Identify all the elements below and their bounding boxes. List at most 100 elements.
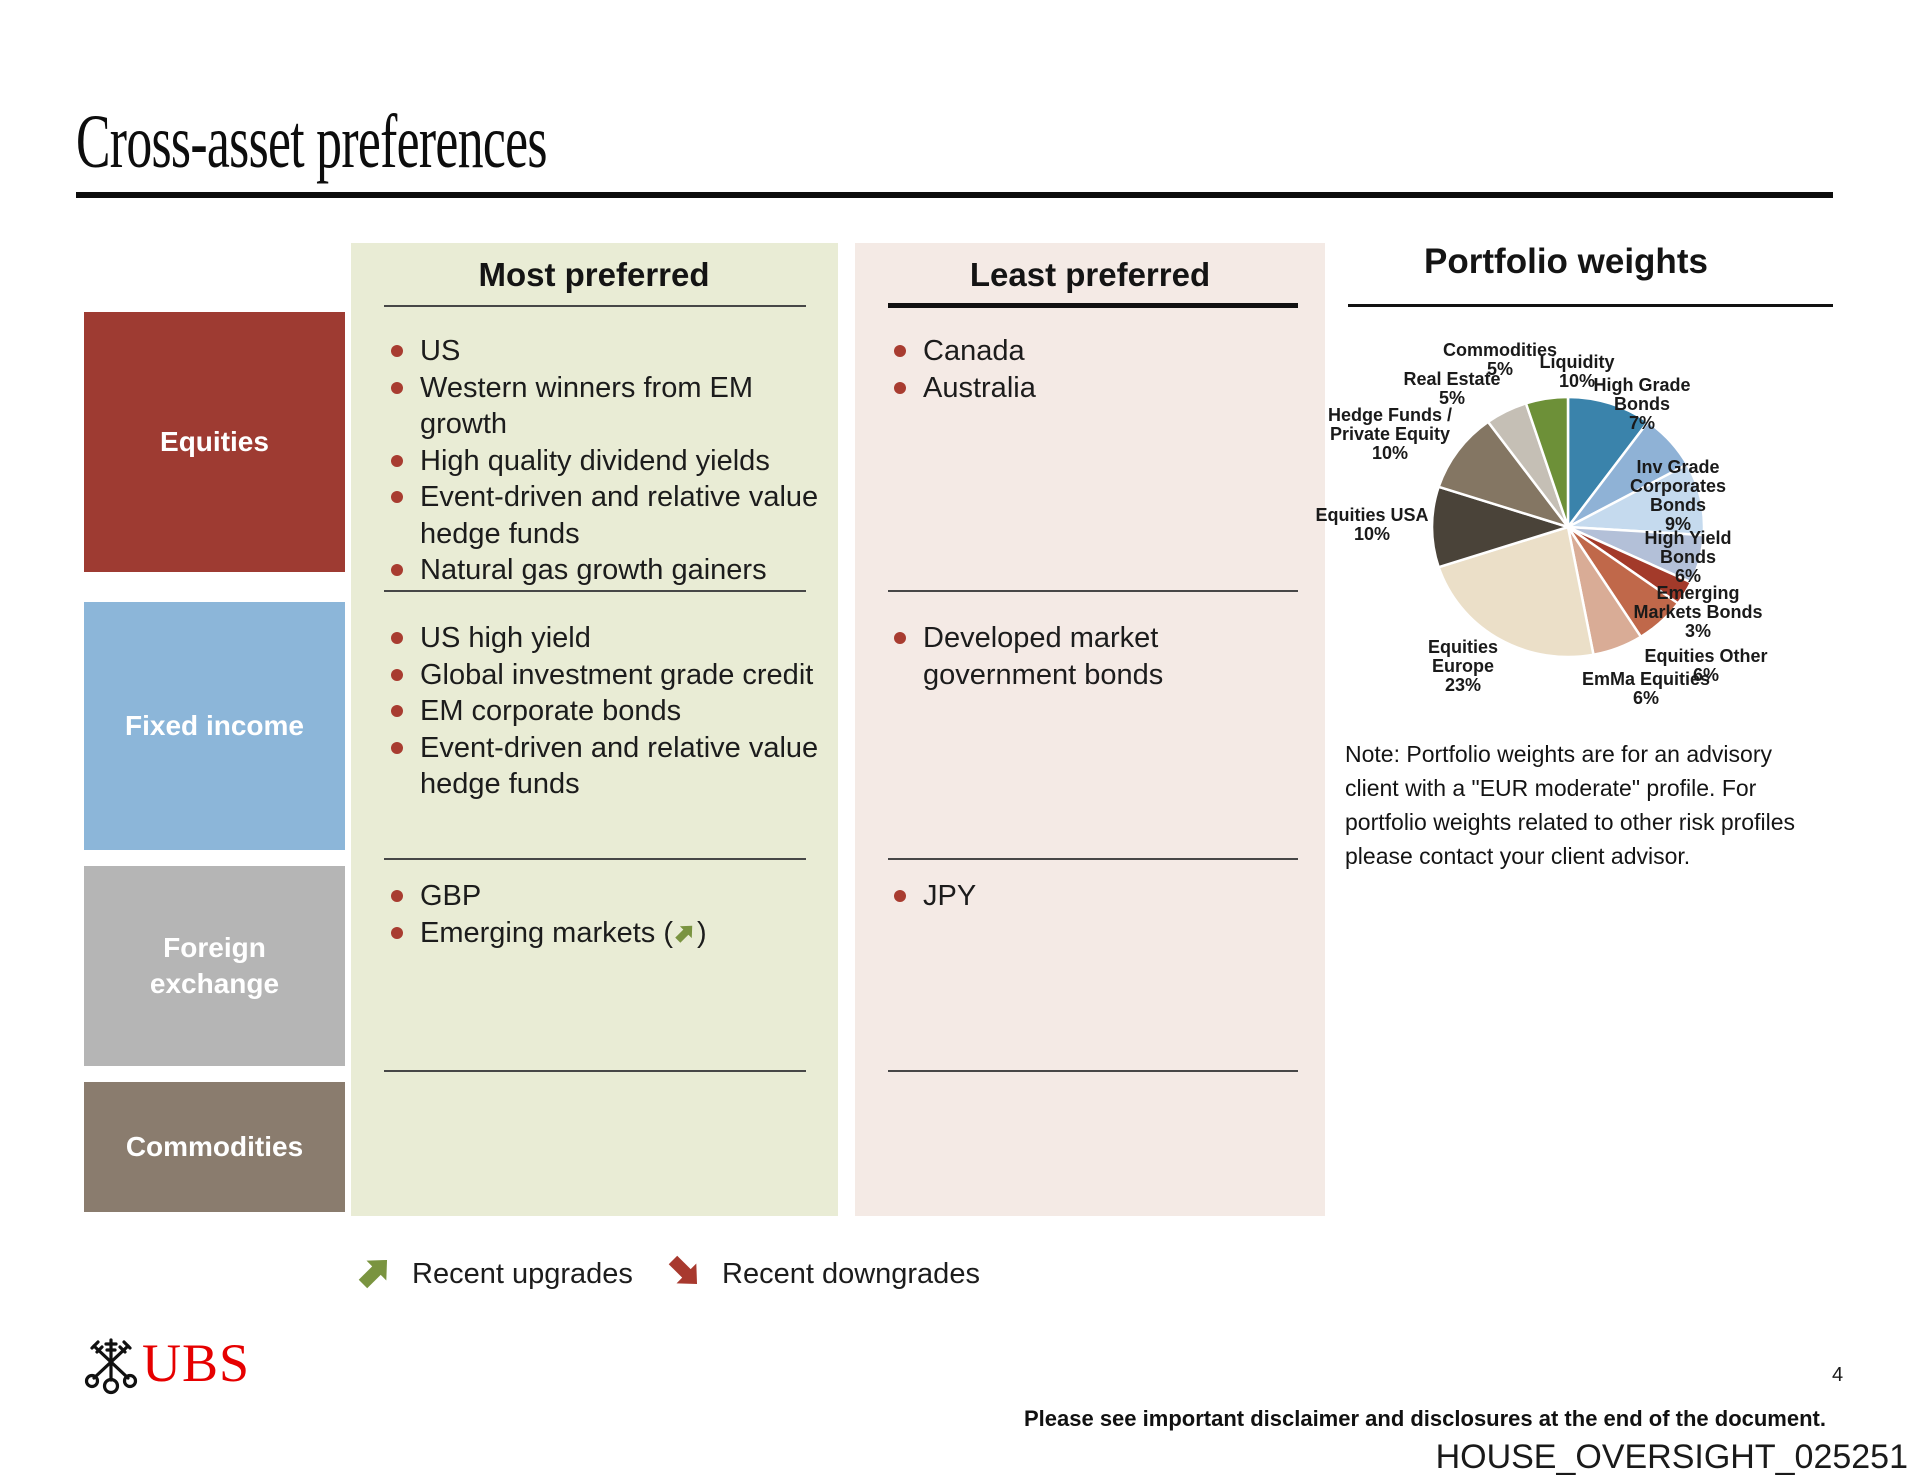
fixed-income-least-list: Developed market government bonds [893,620,1333,693]
row-label-commodities: Commodities [84,1082,345,1212]
bullet-item: EM corporate bonds [390,693,830,730]
bullet-dot [894,345,906,357]
pie-slice-label: Equities Europe 23% [1427,637,1499,695]
bullet-dot [391,381,403,394]
row-label-text: Foreign exchange [149,932,280,999]
pie-slice [1430,485,1570,569]
row-label-equities: Equities [84,312,345,572]
bullet-dot [894,890,906,902]
bullet-text: EM corporate bonds [420,695,682,727]
pie-slice [1437,525,1595,659]
bullet-item: Developed market government bonds [893,620,1333,693]
least-preferred-panel [855,243,1325,1216]
document-id-watermark: HOUSE_OVERSIGHT_025251 [1435,1438,1908,1476]
bullet-text: JPY [923,880,977,912]
least-preferred-header: Least preferred [969,256,1211,293]
bullet-dot [391,705,403,717]
bullet-item: High quality dividend yields [390,443,830,480]
bullet-dot [894,632,906,644]
pie-slice-label: Commodities 5% [1442,340,1558,379]
page-number: 4 [1832,1364,1844,1386]
bullet-text: Event-driven and relative value hedge fu… [420,481,819,550]
bullet-text: Natural gas growth gainers [420,554,767,586]
pie-slice-label: Equities USA 10% [1315,505,1429,544]
bullet-item: JPY [893,878,1333,915]
bullet-item: Event-driven and relative value hedge fu… [390,479,830,552]
bullet-item: GBP [390,878,830,915]
pie-slice-label: High Grade Bonds 7% [1593,375,1691,433]
chart-note: Note: Portfolio weights are for an advis… [1345,741,1795,869]
pie-slice-label: EmMa Equities 6% [1581,669,1711,708]
bullet-item: Australia [893,370,1333,407]
pie-slice-label: Emerging Markets Bonds 3% [1633,583,1763,641]
bullet-dot [894,381,906,394]
bullet-text: Western winners from EM growth [420,371,754,441]
row-label-text: Commodities [125,1131,304,1162]
bullet-dot [391,345,403,357]
pie-slice-label: Inv Grade Corporates Bonds 9% [1629,457,1727,534]
bullet-dot [391,668,403,681]
bullet-item: Global investment grade credit [390,657,830,694]
pie-slice [1524,395,1570,529]
bullet-item: US high yield [390,620,830,657]
bullet-dot [391,632,403,644]
ubs-logo-text: UBS [142,1333,251,1393]
page-title: Cross-asset preferences [76,100,547,184]
pie-slice [1437,420,1570,529]
upgrade-arrow-icon [675,925,693,943]
divider [384,590,806,592]
bullet-text: Emerging markets () [420,916,707,949]
bullet-text: US [420,335,461,367]
bullet-text: Global investment grade credit [420,658,814,691]
pie-slice-label: Hedge Funds / Private Equity 10% [1327,405,1453,463]
legend-downgrades-label: Recent downgrades [722,1258,980,1290]
title-rule [76,192,1833,198]
bullet-text: Developed market government bonds [923,622,1164,691]
pie-slice [1566,395,1650,529]
bullet-item: Emerging markets () [390,915,830,952]
row-label-text: Equities [160,426,269,457]
most-header-underline [384,305,806,307]
least-header-underline [888,303,1298,308]
bullet-item: Western winners from EM growth [390,370,830,443]
bullet-item: US [390,333,830,370]
pie-slice-label: Equities Other 6% [1644,646,1768,685]
bullet-text: Australia [923,371,1036,404]
row-label-fixed-income: Fixed income [84,602,345,850]
chart-title: Portfolio weights [1424,242,1708,281]
bullet-dot [391,741,403,754]
bullet-item: Natural gas growth gainers [390,552,830,589]
bullet-text: High quality dividend yields [420,444,770,477]
divider [888,858,1298,860]
divider [888,1070,1298,1072]
most-preferred-header: Most preferred [478,256,710,293]
bullet-text: Canada [923,335,1025,367]
row-label-foreign-exchange: Foreign exchange [84,866,345,1066]
portfolio-weights-pie-chart [1430,395,1706,659]
bullet-text: US high yield [420,622,591,654]
most-preferred-panel [351,243,838,1216]
bullet-item: Event-driven and relative value hedge fu… [390,730,830,803]
row-label-text: Fixed income [125,710,304,741]
foreign-exchange-most-list: GBP Emerging markets () [390,878,830,951]
bullet-dot [391,454,403,467]
divider [384,858,806,860]
bullet-text: GBP [420,880,482,912]
legend-upgrades-label: Recent upgrades [412,1258,633,1290]
pie-slice-label: High Yield Bonds 6% [1644,528,1732,586]
bullet-text: Event-driven and relative value hedge fu… [420,731,819,801]
bullet-dot [391,491,403,503]
bullet-dot [391,890,403,902]
ubs-keys-icon [84,1338,138,1395]
pie-slice-label: Real Estate 5% [1403,369,1501,408]
divider [888,590,1298,592]
upgrade-arrow-icon [358,1259,388,1289]
foreign-exchange-least-list: JPY [893,878,1333,915]
bullet-item: Canada [893,333,1333,370]
chart-title-underline [1348,304,1833,307]
bullet-dot [391,564,403,576]
